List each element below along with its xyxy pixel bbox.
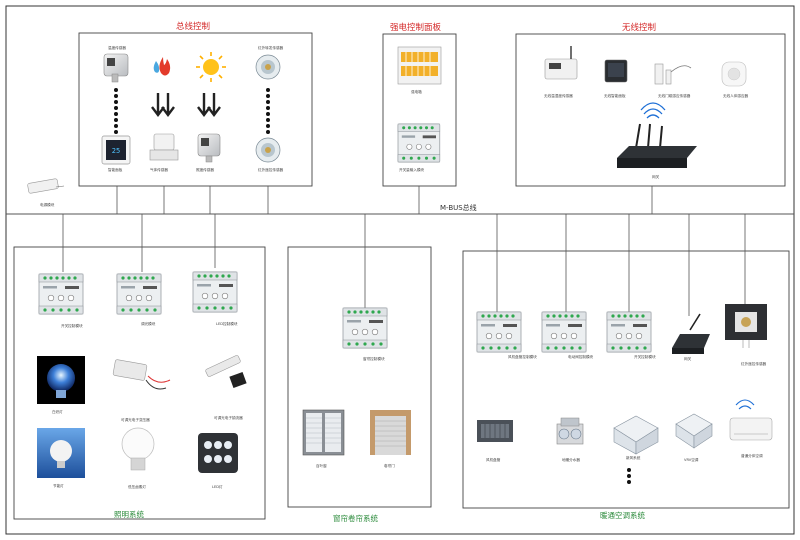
ir-module-label: 红外转发传感器 bbox=[258, 45, 284, 50]
outer-frame bbox=[5, 5, 795, 535]
hvac-gateway-label: 网关 bbox=[684, 356, 692, 361]
floor-heat-manifold-icon bbox=[556, 417, 584, 445]
thermostat-panel-icon bbox=[101, 135, 131, 165]
vrv-label: VRV空调 bbox=[684, 457, 699, 462]
fan-coil-label: 风机盘管 bbox=[486, 457, 501, 462]
lux-arrows-icon bbox=[197, 93, 221, 117]
gateway-label: 网关 bbox=[652, 174, 660, 179]
halogen-label: 低压卤素灯 bbox=[128, 484, 146, 489]
valve-module-device bbox=[541, 311, 587, 353]
bus-control-box bbox=[78, 32, 313, 187]
hvac-title: 暖通空调系统 bbox=[600, 510, 645, 520]
wireless-title: 无线控制 bbox=[622, 22, 656, 33]
switch-input-module-device bbox=[397, 123, 441, 163]
temp-sensor-device bbox=[103, 53, 129, 83]
ballast-label: 可调光电子镇流器 bbox=[214, 415, 243, 420]
hvac-box bbox=[462, 250, 790, 509]
wireless-panel-device bbox=[604, 59, 628, 83]
energy-saving-bulb-icon bbox=[37, 428, 85, 478]
ir-sensor-label: 无线人体感应器 bbox=[723, 93, 749, 98]
ir-sensor-device bbox=[721, 61, 747, 87]
gas-flame-icon bbox=[153, 57, 171, 76]
dimmer-label: 调光模块 bbox=[141, 321, 156, 326]
lighting-box bbox=[13, 246, 266, 520]
transformer-label: 可调光电子变压器 bbox=[121, 417, 150, 422]
power-panel-box bbox=[382, 33, 457, 187]
lux-sensor-device bbox=[197, 133, 221, 163]
central-ac-icon bbox=[613, 415, 659, 455]
power-module-label: 电源模块 bbox=[40, 202, 55, 207]
incandescent-label: 白炽灯 bbox=[52, 409, 63, 414]
energy-saving-label: 节能灯 bbox=[53, 483, 64, 488]
curtain-label: 百叶窗 bbox=[316, 463, 327, 468]
relay-module-label: 开关控制模块 bbox=[61, 323, 83, 328]
dots-temp bbox=[114, 88, 118, 134]
wifi-signal-icon bbox=[640, 102, 666, 119]
hvac-gateway-device bbox=[672, 313, 710, 354]
gas-sensor-device bbox=[149, 133, 179, 161]
gas-arrows-icon bbox=[151, 93, 175, 117]
roller-label: 卷帘门 bbox=[384, 463, 395, 468]
door-sensor-device bbox=[654, 63, 692, 85]
transformer-device bbox=[112, 359, 171, 390]
lighting-title: 照明系统 bbox=[114, 509, 144, 519]
gas-sensor-label: 气体传感器 bbox=[150, 167, 168, 172]
fan-coil-module-device bbox=[476, 311, 522, 353]
lux-sensor-label: 照度传感器 bbox=[196, 167, 214, 172]
led-lamp-icon bbox=[198, 433, 238, 473]
hvac-switch-module-device bbox=[606, 311, 652, 353]
power-panel-title: 强电控制面板 bbox=[390, 22, 442, 33]
fan-coil-unit-icon bbox=[477, 420, 513, 442]
wireless-panel-label: 无线智能面板 bbox=[604, 93, 626, 98]
curtain-module-device bbox=[342, 307, 388, 349]
hvac-dot-2 bbox=[627, 474, 631, 478]
floor-heat-label: 地暖分水器 bbox=[562, 457, 580, 462]
switch-input-label: 开关量输入模块 bbox=[399, 167, 425, 172]
roller-door-icon bbox=[370, 410, 411, 455]
hvac-ir-label: 红外遥控传感器 bbox=[741, 361, 767, 366]
dots-ir bbox=[266, 88, 270, 134]
power-module-device bbox=[27, 178, 65, 194]
shutter-window-icon bbox=[302, 409, 345, 456]
split-ac-icon bbox=[729, 399, 773, 441]
incandescent-bulb-icon bbox=[37, 356, 85, 404]
temp-sensor-label: 温度传感器 bbox=[108, 45, 126, 50]
ir-forward-label: 红外遥控传感器 bbox=[258, 167, 284, 172]
split-ac-label: 普通分体空调 bbox=[741, 453, 763, 458]
hvac-switch-module-label: 开关控制模块 bbox=[634, 354, 656, 359]
switch-panel-label: 智能面板 bbox=[108, 167, 123, 172]
breaker-panel-device bbox=[397, 46, 442, 85]
led-label: LED灯 bbox=[212, 484, 223, 489]
mbus-label: M-BUS总线 bbox=[440, 203, 477, 212]
relay-module-device bbox=[38, 273, 84, 315]
wireless-temp-sensor-device bbox=[544, 46, 578, 80]
gateway-device bbox=[617, 123, 697, 168]
fan-coil-module-label: 风机盘管控制模块 bbox=[508, 354, 537, 359]
wireless-box bbox=[515, 33, 786, 187]
led-driver-label: LED控制模块 bbox=[216, 321, 238, 326]
dimmer-module-device bbox=[116, 273, 162, 315]
ir-forward-device bbox=[255, 137, 281, 163]
curtain-title: 窗帘卷帘系统 bbox=[333, 513, 378, 523]
ballast-device bbox=[205, 355, 247, 389]
hvac-ir-device bbox=[725, 304, 767, 348]
vrv-icon bbox=[675, 413, 713, 449]
led-module-device bbox=[192, 271, 238, 313]
halogen-bulb-icon bbox=[121, 427, 155, 471]
ir-module-device bbox=[255, 54, 281, 80]
wireless-temp-label: 无线温湿度传感器 bbox=[544, 93, 573, 98]
hvac-dot-1 bbox=[627, 468, 631, 472]
sun-icon bbox=[196, 52, 226, 82]
hvac-dot-3 bbox=[627, 480, 631, 484]
bus-control-title: 总线控制 bbox=[176, 21, 210, 32]
door-sensor-label: 无线门磁感应传感器 bbox=[658, 93, 691, 98]
curtain-box bbox=[287, 246, 432, 508]
curtain-module-label: 窗帘控制模块 bbox=[363, 356, 385, 361]
valve-module-label: 电动阀控制模块 bbox=[568, 354, 594, 359]
central-ac-label: 新风系统 bbox=[626, 455, 641, 460]
breaker-panel-label: 强电箱 bbox=[411, 89, 422, 94]
